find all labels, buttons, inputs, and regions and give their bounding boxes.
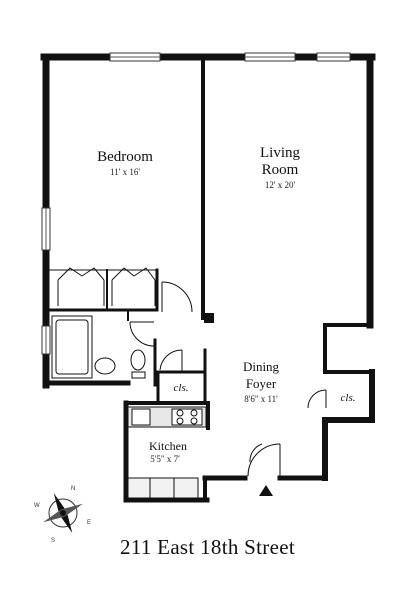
dining-foyer-label-line1: Dining <box>243 359 280 374</box>
door-swings <box>129 281 327 477</box>
refrigerator <box>127 477 199 499</box>
exterior-walls <box>40 53 376 503</box>
toilet <box>130 349 146 371</box>
closet-label-right: cls. <box>341 392 356 404</box>
kitchen-dims: 5'5" x 7' <box>150 454 180 464</box>
interior-walls <box>48 55 214 405</box>
stove <box>171 408 203 426</box>
dining-foyer-label-line2: Foyer <box>246 376 277 391</box>
bathtub <box>51 315 93 379</box>
kitchen-sink <box>131 408 151 426</box>
bathroom-fixtures <box>51 315 146 379</box>
sink <box>94 357 116 375</box>
compass-rose: N S E W <box>34 486 91 544</box>
kitchen-fixtures <box>127 406 207 499</box>
kitchen-label: Kitchen <box>149 439 187 453</box>
living-room-dims: 12' x 20' <box>265 180 296 190</box>
dining-foyer-dims: 8'6" x 11' <box>244 394 278 404</box>
compass-w: W <box>34 503 40 509</box>
closet-label-left: cls. <box>174 382 189 394</box>
bedroom-label: Bedroom <box>97 149 153 165</box>
bedroom-dims: 11' x 16' <box>110 167 140 177</box>
living-room-label-line2: Room <box>262 162 299 178</box>
entry-arrow <box>259 485 273 496</box>
windows <box>41 52 351 355</box>
closet-bifold-doors <box>57 267 156 306</box>
address-caption: 211 East 18th Street <box>120 535 295 559</box>
compass-n: N <box>71 486 75 492</box>
living-room-label-line1: Living <box>260 145 300 161</box>
compass-s: S <box>51 538 55 544</box>
compass-e: E <box>87 520 91 526</box>
